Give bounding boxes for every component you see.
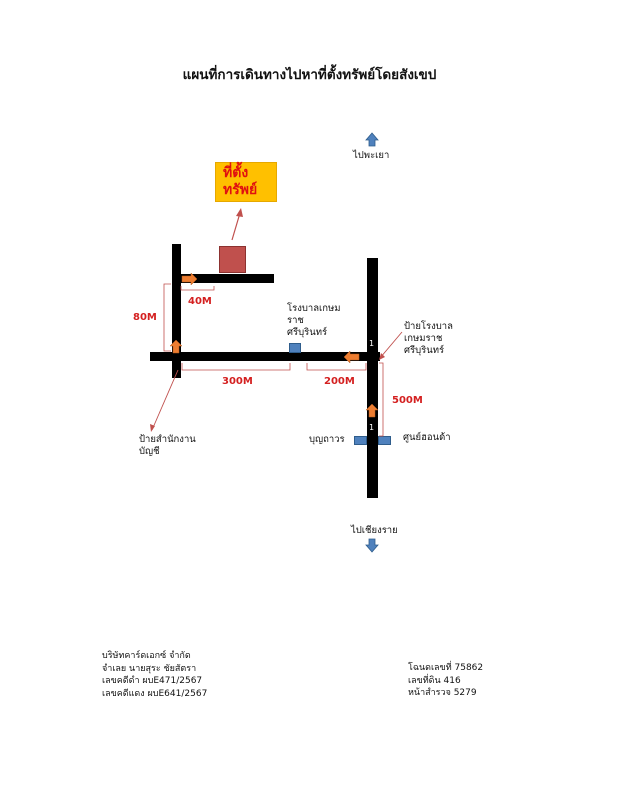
accounting-sign-pointer-line [151,369,179,431]
hospital-marker [289,343,301,353]
road-highway-vertical [367,258,378,498]
map-title: แผนที่การเดินทางไปหาที่ตั้งทรัพย์โดยสังเ… [182,67,437,83]
property-pointer-line [231,212,241,241]
route-arrow-right-icon [181,272,198,286]
land-number-line: เลขที่ดิน 416 [408,675,461,686]
company-line: บริษัทคาร์ดเอกซ์ จำกัด [102,651,191,661]
hospital-label-line-2: ราช [287,315,304,326]
bracket-300m [181,363,291,371]
footer-right-block: โฉนดเลขที่ 75862 เลขที่ดิน 416 หน้าสำรวจ… [408,662,483,700]
distance-300m: 300M [222,376,253,387]
hospital-label-line-1: โรงบาลเกษม [287,303,341,314]
bracket-80m [163,283,171,352]
hospital-label: โรงบาลเกษม ราช ศรีบุรินทร์ [287,303,341,339]
route-arrow-left-icon [343,350,360,364]
bracket-40m [180,286,215,291]
turn-marker-2: 1 [369,423,375,432]
hospital-sign-pointer-head-icon [379,353,385,360]
hospital-sign-label-line-2: เกษมราช [404,333,443,344]
hospital-label-line-3: ศรีบุรินทร์ [287,327,328,338]
defendant-line: จำเลย นายสุระ ชัยสัตรา [102,663,197,674]
property-house-marker [219,246,246,273]
hospital-sign-label: ป้ายโรงบาล เกษมราช ศรีบุรินทร์ [404,321,453,357]
distance-40m: 40M [188,296,212,307]
hospital-sign-label-line-1: ป้ายโรงบาล [404,321,453,332]
turn-marker-1: 1 [369,339,375,348]
north-direction-label: ไปพะเยา [353,150,390,161]
south-direction-label: ไปเชียงราย [351,525,398,536]
road-main-horizontal [150,352,380,361]
route-arrow-up-left-icon [169,339,183,354]
bunyathawon-label: บุญถาวร [309,434,345,445]
road-property-lane [172,274,274,283]
bracket-500m [379,362,384,437]
accounting-sign-label: ป้ายสำนักงาน บัญชี [139,434,196,458]
south-arrow-icon [365,538,379,553]
deed-number-line: โฉนดเลขที่ 75862 [408,663,484,673]
property-label-line-2: ทรัพย์ [223,182,258,198]
route-arrow-up-right-icon [365,403,379,418]
property-label-line-1: ที่ตั้ง [223,165,249,181]
distance-80m: 80M [133,312,157,323]
accounting-sign-label-line-1: ป้ายสำนักงาน [139,434,196,445]
accounting-sign-label-line-2: บัญชี [139,446,160,457]
distance-200m: 200M [324,376,355,387]
survey-page-line: หน้าสำรวจ 5279 [408,688,477,698]
bunyathawon-marker [354,436,367,445]
north-arrow-icon [365,132,379,147]
property-location-box: ที่ตั้ง ทรัพย์ [215,162,277,202]
red-case-number-line: เลขคดีแดง ผบE641/2567 [102,688,208,699]
black-case-number-line: เลขคดีดำ ผบE471/2567 [102,676,203,686]
footer-left-block: บริษัทคาร์ดเอกซ์ จำกัด จำเลย นายสุระ ชัย… [102,650,207,700]
property-pointer-head-icon [236,208,243,217]
accounting-sign-pointer-head-icon [150,424,155,432]
honda-center-label: ศูนย์ฮอนด้า [403,432,451,443]
bracket-200m [306,363,367,371]
hospital-sign-pointer-line [379,331,403,359]
hospital-sign-label-line-3: ศรีบุรินทร์ [404,345,445,356]
road-left-vertical [172,244,181,378]
honda-center-marker [378,436,391,445]
distance-500m: 500M [392,395,423,406]
